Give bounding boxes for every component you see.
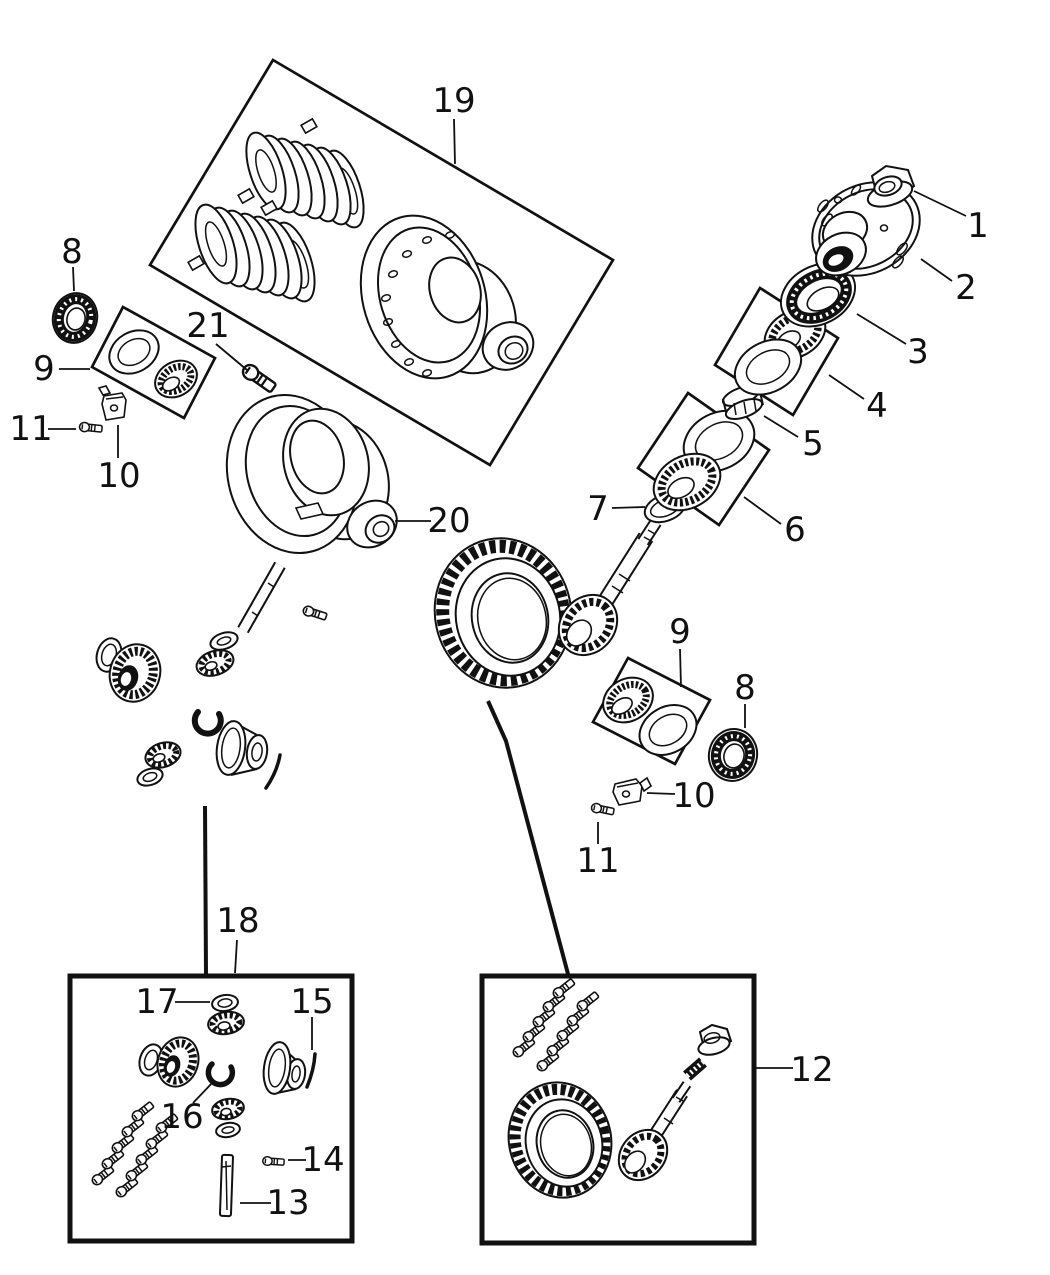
kit-washer-lower	[215, 1121, 241, 1139]
pinion-gear-lower	[144, 741, 182, 769]
leader-to-box-18	[203, 805, 208, 975]
callout-label-4: 4	[866, 386, 888, 426]
kit-snap-ring-15	[305, 1052, 317, 1089]
pinion-nut	[866, 164, 916, 208]
clutch-kit-box	[148, 58, 615, 467]
callout-label-19: 19	[432, 81, 476, 121]
kit-drive-pinion	[617, 1081, 692, 1182]
inner-pinion-bearing-box	[636, 391, 771, 527]
kit-pinion-nut	[697, 1023, 733, 1056]
callout-label-10-right: 10	[672, 776, 716, 816]
sensor-bracket-left	[97, 385, 127, 421]
callout-label-10-left: 10	[97, 456, 141, 496]
leader-to-box-12	[486, 700, 570, 975]
pinion-gear-washer-upper	[209, 631, 239, 651]
callout-label-8-right: 8	[734, 668, 756, 708]
side-bearing-box-left	[90, 305, 217, 420]
kit-side-gear	[156, 1036, 200, 1088]
callout-label-1: 1	[967, 206, 989, 246]
pinion-gear-washer-lower	[136, 767, 164, 787]
kit-ring-gear	[507, 1081, 613, 1199]
side-gear	[108, 643, 162, 703]
kit-c-clip	[205, 1061, 236, 1088]
case-bolt-21	[238, 360, 279, 396]
differential-carrier	[225, 393, 398, 555]
drive-pinion	[557, 518, 662, 657]
clutch-disc-stack-upper	[245, 131, 365, 229]
callout-label-6: 6	[784, 510, 806, 550]
callout-label-21: 21	[186, 306, 230, 346]
c-clip	[191, 709, 224, 737]
cross-shaft	[237, 561, 286, 634]
callout-label-5: 5	[802, 424, 824, 464]
callout-label-18: 18	[216, 901, 260, 941]
pinion-gear-upper	[195, 649, 235, 677]
callout-label-8-left: 8	[61, 232, 83, 272]
callout-label-13: 13	[266, 1183, 310, 1223]
side-bearing-right	[707, 728, 759, 782]
side-seal-left	[51, 292, 99, 344]
callout-label-12: 12	[790, 1050, 834, 1090]
kit-pinion-gear-upper	[207, 1010, 245, 1036]
kit-spacer	[683, 1057, 707, 1081]
differential-case	[359, 214, 535, 380]
cross-shaft-bolt	[301, 604, 329, 623]
callout-label-11-left: 11	[9, 409, 53, 449]
bracket-bolt-right	[589, 801, 616, 817]
callout-label-17: 17	[135, 982, 179, 1022]
callout-label-7: 7	[587, 489, 609, 529]
sensor-bracket-right	[612, 776, 653, 806]
callout-label-9-right: 9	[669, 612, 691, 652]
callout-leader-lines	[48, 118, 967, 1204]
clutch-retainer-clips	[187, 117, 318, 272]
callout-label-2: 2	[955, 268, 977, 308]
callout-label-14: 14	[301, 1140, 345, 1180]
kit-flange-stub	[262, 1041, 307, 1095]
side-bearing-box-right	[591, 656, 712, 766]
kit-cross-pin-13	[218, 1153, 234, 1218]
clutch-disc-stack-lower	[194, 203, 316, 303]
bracket-bolt-left	[78, 421, 104, 435]
callout-label-9-left: 9	[33, 349, 55, 389]
callout-label-16: 16	[160, 1097, 204, 1137]
kit-pinion-gear-lower	[211, 1097, 245, 1121]
callout-label-20: 20	[427, 501, 471, 541]
callout-label-11-right: 11	[576, 841, 620, 881]
callout-label-15: 15	[290, 982, 334, 1022]
ring-gear	[433, 537, 573, 689]
axle-flange-stub	[215, 720, 269, 776]
stub-snap-ring	[264, 753, 282, 790]
pinion-seal	[779, 262, 857, 328]
callout-label-3: 3	[907, 332, 929, 372]
